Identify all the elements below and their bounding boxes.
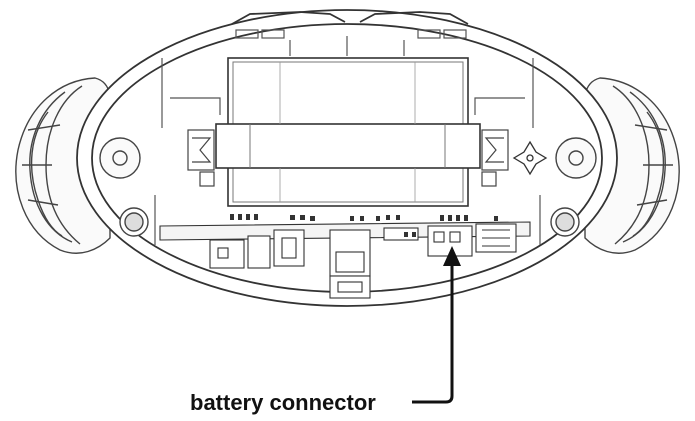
- inner-rails: [154, 58, 541, 245]
- screw-bosses: [99, 137, 597, 237]
- battery-pack: [215, 57, 481, 207]
- battery-connector-label: battery connector: [190, 390, 376, 415]
- circuit-board: [159, 221, 531, 299]
- callout-arrow: [412, 246, 461, 404]
- top-tabs: [235, 29, 467, 56]
- battery-clips: [187, 129, 509, 187]
- pcb-components: [230, 214, 498, 237]
- alignment-marker: [512, 140, 548, 176]
